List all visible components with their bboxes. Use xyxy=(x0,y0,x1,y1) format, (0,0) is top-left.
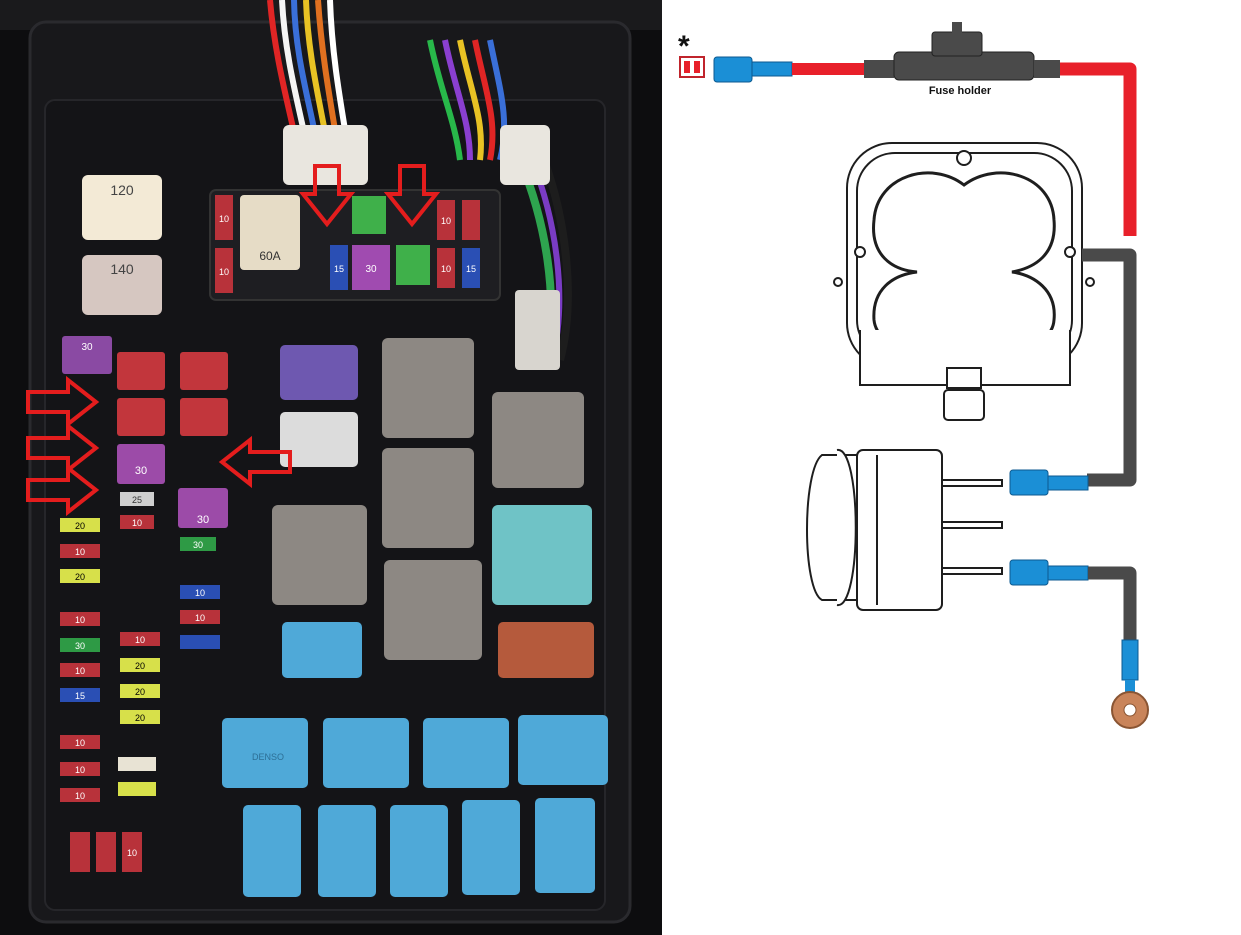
fuse-wire: Fuse holder xyxy=(713,22,1137,236)
svg-text:30: 30 xyxy=(135,465,147,477)
svg-text:10: 10 xyxy=(219,267,229,277)
wire-harness-left xyxy=(267,0,368,185)
svg-text:10: 10 xyxy=(132,518,142,528)
switch-connectors xyxy=(1009,469,1139,692)
maxi-fuse-120: 120 xyxy=(82,175,162,240)
wire-harness-right xyxy=(427,39,572,370)
svg-text:15: 15 xyxy=(466,264,476,274)
svg-text:30: 30 xyxy=(365,264,377,275)
svg-text:30: 30 xyxy=(197,514,209,526)
svg-text:20: 20 xyxy=(135,661,145,671)
svg-text:10: 10 xyxy=(219,214,229,224)
asterisk-note: * xyxy=(678,30,690,63)
wiring-diagram: * Fuse holder xyxy=(662,0,1241,935)
ground-wire-pod xyxy=(1082,248,1137,487)
center-fuse-block: 60A 10 10 15 30 10 10 15 xyxy=(209,189,501,301)
svg-text:10: 10 xyxy=(75,547,85,557)
svg-text:10: 10 xyxy=(441,216,451,226)
light-pod xyxy=(833,142,1095,421)
svg-text:10: 10 xyxy=(75,666,85,676)
svg-text:25: 25 xyxy=(132,495,142,505)
svg-text:10: 10 xyxy=(75,765,85,775)
svg-text:20: 20 xyxy=(75,521,85,531)
svg-text:20: 20 xyxy=(75,572,85,582)
svg-text:140: 140 xyxy=(110,261,134,277)
svg-text:10: 10 xyxy=(127,848,137,858)
svg-text:10: 10 xyxy=(75,738,85,748)
svg-text:30: 30 xyxy=(193,540,203,550)
svg-text:120: 120 xyxy=(110,182,134,198)
rocker-switch xyxy=(806,449,1003,611)
fuse-holder-label: Fuse holder xyxy=(929,85,992,97)
svg-text:10: 10 xyxy=(75,791,85,801)
svg-text:30: 30 xyxy=(81,342,93,353)
lower-left-fuses: 20 10 20 10 30 10 15 10 20 20 20 10 10 1… xyxy=(60,518,220,872)
maxi-fuse-140: 140 xyxy=(82,255,162,315)
svg-text:60A: 60A xyxy=(259,249,280,263)
svg-text:30: 30 xyxy=(75,641,85,651)
svg-text:15: 15 xyxy=(75,691,85,701)
svg-text:15: 15 xyxy=(334,264,344,274)
mid-left-fuses: 30 30 30 25 10 30 xyxy=(62,336,228,551)
relays: DENSO xyxy=(222,338,608,897)
svg-text:DENSO: DENSO xyxy=(252,752,284,762)
fuse-box-photo: 120 140 60A 10 10 15 30 10 10 15 30 xyxy=(0,0,662,935)
svg-text:10: 10 xyxy=(75,615,85,625)
svg-text:10: 10 xyxy=(195,613,205,623)
fuse-tap xyxy=(679,56,705,78)
svg-text:10: 10 xyxy=(195,588,205,598)
ring-terminal xyxy=(1111,691,1149,729)
svg-text:10: 10 xyxy=(441,264,451,274)
svg-text:10: 10 xyxy=(135,635,145,645)
svg-text:20: 20 xyxy=(135,687,145,697)
svg-text:20: 20 xyxy=(135,713,145,723)
red-arrows xyxy=(26,164,441,517)
